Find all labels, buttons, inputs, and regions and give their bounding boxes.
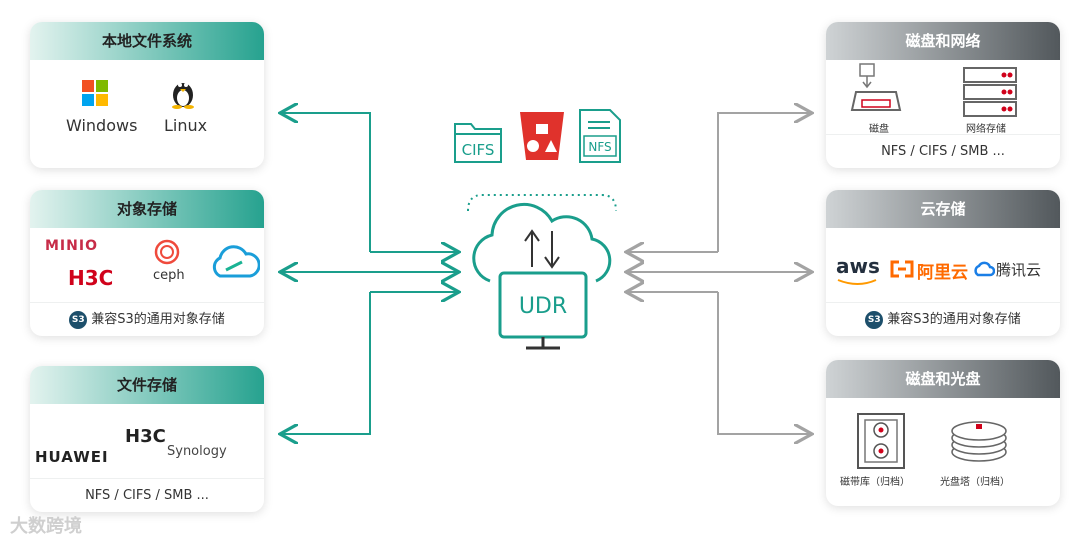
object-storage-footer-text: 兼容S3的通用对象存储 (91, 312, 225, 327)
arrow-to-disk-optical (717, 292, 810, 434)
cifs-folder-icon: CIFS (454, 123, 502, 163)
ceph-icon (154, 239, 180, 265)
disk-label: 磁盘 (869, 124, 889, 135)
minio-logo: MINIO (45, 238, 98, 254)
h3c-logo: H3C (68, 266, 114, 290)
synology-brand: Synology (167, 444, 227, 459)
disk-icon (850, 63, 902, 111)
network-storage-icon (963, 67, 1017, 117)
disk-network-panel: 磁盘和网络 磁盘 网络存储 NFS / CIFS / SMB ... (826, 22, 1060, 168)
nfs-label: NFS (588, 140, 611, 154)
disk-optical-panel: 磁盘和光盘 磁带库（归档） 光盘塔（归档） (826, 360, 1060, 506)
file-storage-title: 文件存储 (30, 366, 264, 404)
huawei-brand: HUAWEI (35, 448, 109, 466)
udr-label: UDR (519, 294, 567, 319)
windows-icon (82, 80, 108, 106)
arrow-to-local-fs (282, 113, 371, 252)
object-bucket-icon (520, 112, 564, 160)
aws-logo: aws (836, 254, 880, 278)
file-storage-footer: NFS / CIFS / SMB ... (30, 478, 264, 512)
aliyun-bracket-icon (890, 260, 914, 278)
local-fs-panel: 本地文件系统 Windows Linux (30, 22, 264, 168)
windows-label: Windows (66, 116, 138, 135)
optical-tower-label: 光盘塔（归档） (940, 477, 1010, 488)
linux-tux-icon (172, 83, 194, 109)
local-fs-title: 本地文件系统 (30, 22, 264, 60)
network-storage-label: 网络存储 (966, 124, 1006, 135)
object-storage-title: 对象存储 (30, 190, 264, 228)
s3-icon: S3 (69, 310, 88, 329)
ceph-label: ceph (153, 268, 185, 283)
cloud-sync-icon (212, 245, 260, 278)
nfs-document-icon: NFS (579, 109, 621, 163)
linux-label: Linux (164, 116, 208, 135)
watermark: 大数跨境 (10, 516, 82, 537)
disk-optical-title: 磁盘和光盘 (826, 360, 1060, 398)
optical-tower-icon (951, 421, 1007, 462)
disk-network-title: 磁盘和网络 (826, 22, 1060, 60)
tape-library-label: 磁带库（归档） (840, 477, 910, 488)
udr-cloud-icon: UDR (467, 194, 617, 350)
file-storage-panel: 文件存储 H3C HUAWEI Synology NFS / CIFS / SM… (30, 366, 264, 512)
cloud-storage-footer-text: 兼容S3的通用对象存储 (887, 312, 1021, 327)
cloud-storage-title: 云存储 (826, 190, 1060, 228)
aliyun-label: 阿里云 (917, 263, 968, 283)
arrow-to-disk-network (717, 113, 810, 252)
arrow-to-file-storage (282, 292, 371, 434)
s3-icon: S3 (865, 310, 884, 329)
disk-network-footer: NFS / CIFS / SMB ... (826, 134, 1060, 168)
tape-library-icon (857, 413, 905, 469)
h3c-brand: H3C (125, 426, 166, 447)
tencent-cloud-icon (974, 261, 995, 277)
aws-smile-icon (837, 279, 877, 285)
tencent-label: 腾讯云 (996, 261, 1042, 279)
cifs-label: CIFS (462, 141, 495, 159)
